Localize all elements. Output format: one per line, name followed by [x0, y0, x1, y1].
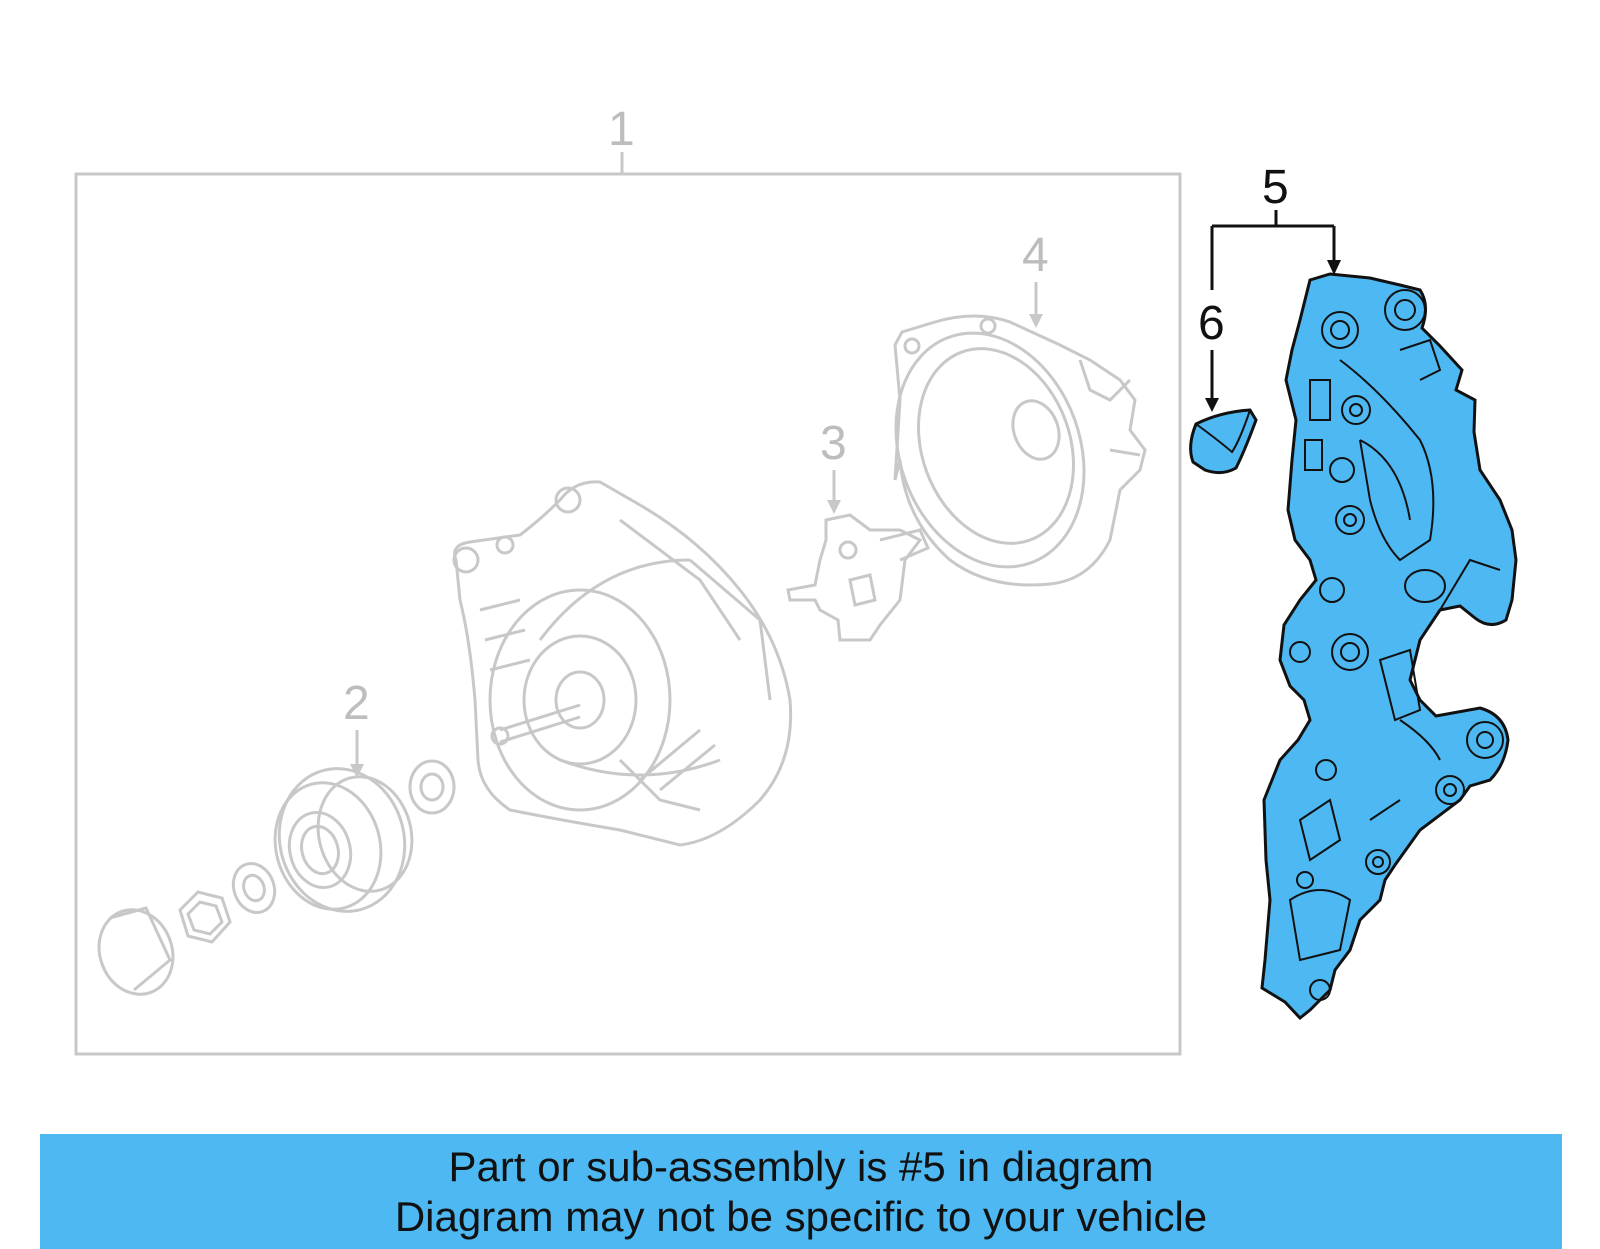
pulley: [273, 767, 414, 913]
callout-6-arrow: [1205, 398, 1219, 412]
callout-3: 3: [820, 417, 847, 470]
callout-4-arrow: [1029, 314, 1043, 328]
spacer-ring: [408, 759, 456, 815]
end-cap: [97, 906, 175, 996]
callout-6: 6: [1198, 297, 1225, 350]
callout-1: 1: [608, 103, 635, 156]
callout-5-bracket: [1210, 210, 1336, 290]
banner-line-1: Part or sub-assembly is #5 in diagram: [448, 1142, 1154, 1190]
washer: [231, 862, 277, 914]
assembly-box: [74, 172, 1182, 1056]
mounting-bracket-part-5: [1260, 272, 1518, 1021]
callout-4: 4: [1022, 229, 1049, 282]
callout-3-arrow: [827, 500, 841, 514]
callout-2-arrow: [350, 764, 364, 778]
callout-5-arrow: [1327, 260, 1341, 275]
banner-line-2: Diagram may not be specific to your vehi…: [394, 1192, 1208, 1240]
callout-5: 5: [1262, 161, 1289, 214]
nut: [178, 890, 232, 944]
cap-part-6: [1189, 408, 1258, 475]
info-banner: Part or sub-assembly is #5 in diagram Di…: [40, 1134, 1562, 1249]
callout-2: 2: [343, 677, 370, 730]
regulator: [786, 513, 930, 642]
alternator-body: [452, 480, 793, 847]
end-housing: [893, 314, 1147, 587]
